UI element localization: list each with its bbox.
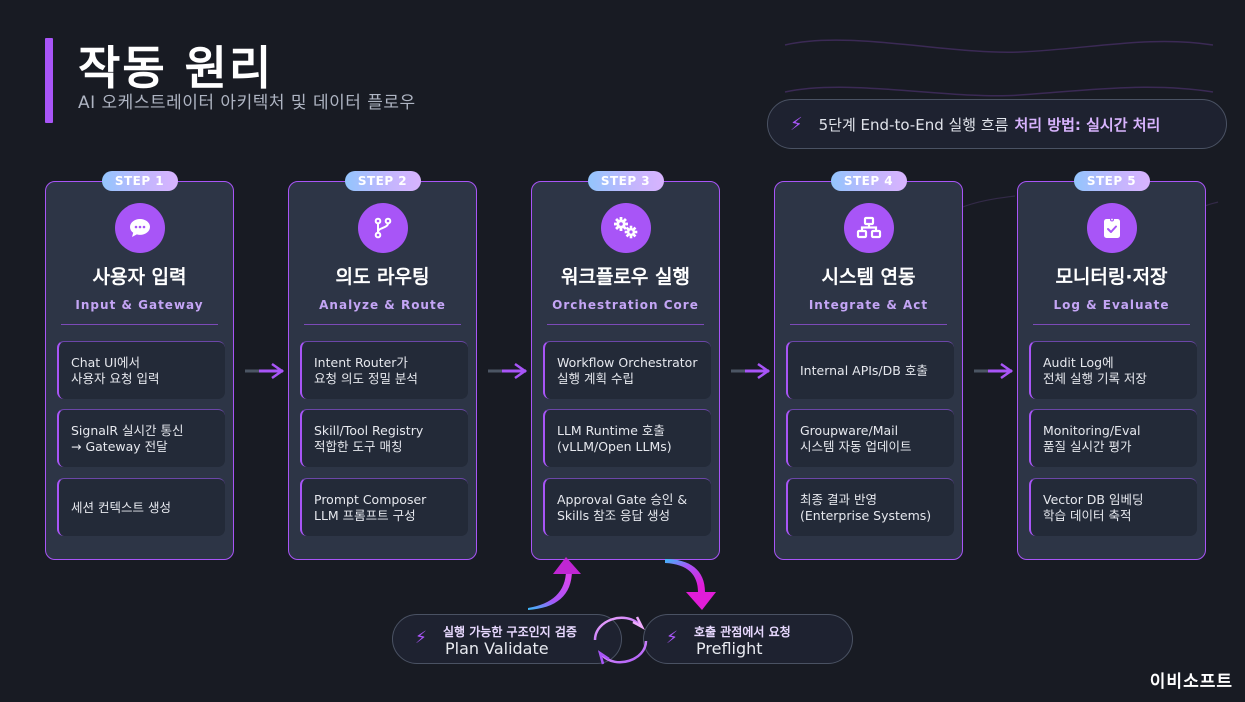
chat-bubble-icon <box>114 203 165 253</box>
arrow-up-icon <box>528 557 581 610</box>
step-subtitle: Input & Gateway <box>75 298 204 312</box>
title-accent-bar <box>45 38 53 123</box>
step-item: Prompt Composer LLM 프롬프트 구성 <box>300 478 468 536</box>
step-item: Audit Log에 전체 실행 기록 저장 <box>1029 341 1197 399</box>
lightning-icon: ⚡ <box>415 628 427 648</box>
step-subtitle: Orchestration Core <box>552 298 699 312</box>
arrow-right-icon <box>245 362 285 380</box>
preflight-pill: ⚡ 호출 관점에서 요청 Preflight <box>643 614 853 664</box>
step-item: LLM Runtime 호출 (vLLM/Open LLMs) <box>543 409 711 467</box>
divider <box>547 324 704 325</box>
step-title: 사용자 입력 <box>92 266 187 288</box>
step-card-1: STEP 1 사용자 입력 Input & Gateway Chat UI에서 … <box>45 171 234 560</box>
divider <box>61 324 218 325</box>
step-item: SignalR 실시간 통신 → Gateway 전달 <box>57 409 225 467</box>
git-branch-icon <box>357 203 408 253</box>
preflight-label: Preflight <box>696 639 763 658</box>
step-subtitle: Log & Evaluate <box>1053 298 1170 312</box>
step-item: Groupware/Mail 시스템 자동 업데이트 <box>786 409 954 467</box>
arrow-down-icon <box>665 559 716 610</box>
page-subtitle: AI 오케스트레이터 아키텍처 및 데이터 플로우 <box>78 93 416 113</box>
clipboard-check-icon <box>1086 203 1137 253</box>
step-item: 최종 결과 반영 (Enterprise Systems) <box>786 478 954 536</box>
plan-validate-caption: 실행 가능한 구조인지 검증 <box>443 625 577 639</box>
flow-summary-text: 5단계 End-to-End 실행 흐름 <box>818 115 1009 134</box>
lightning-icon: ⚡ <box>790 113 803 135</box>
divider <box>790 324 947 325</box>
step-title: 시스템 연동 <box>821 266 916 288</box>
step-item: Intent Router가 요청 의도 정밀 분석 <box>300 341 468 399</box>
step-title: 모니터링·저장 <box>1055 266 1168 288</box>
arrow-right-icon <box>731 362 771 380</box>
step-item: Approval Gate 승인 & Skills 참조 응답 생성 <box>543 478 711 536</box>
brand-logo: 이비소프트 <box>1149 672 1233 692</box>
step-title: 워크플로우 실행 <box>561 266 690 288</box>
divider <box>1033 324 1190 325</box>
step-badge: STEP 4 <box>830 171 907 191</box>
step-card-2: STEP 2 의도 라우팅 Analyze & Route Intent Rou… <box>288 171 477 560</box>
divider <box>304 324 461 325</box>
page-title: 작동 원리 <box>78 41 274 95</box>
gears-icon <box>600 203 651 253</box>
step-badge: STEP 1 <box>101 171 178 191</box>
lightning-icon: ⚡ <box>666 628 678 648</box>
step-badge: STEP 3 <box>587 171 664 191</box>
arrow-right-icon <box>488 362 528 380</box>
step-item: Chat UI에서 사용자 요청 입력 <box>57 341 225 399</box>
step-item: Internal APIs/DB 호출 <box>786 341 954 399</box>
step-item: Monitoring/Eval 품질 실시간 평가 <box>1029 409 1197 467</box>
arrow-right-icon <box>974 362 1014 380</box>
network-icon <box>843 203 894 253</box>
step-card-4: STEP 4 시스템 연동 Integrate & Act Internal A… <box>774 171 963 560</box>
flow-summary-accent: 처리 방법: 실시간 처리 <box>1014 115 1161 134</box>
step-title: 의도 라우팅 <box>335 266 430 288</box>
step-badge: STEP 2 <box>344 171 421 191</box>
step-subtitle: Integrate & Act <box>808 298 929 312</box>
plan-validate-pill: ⚡ 실행 가능한 구조인지 검증 Plan Validate <box>392 614 622 664</box>
step-card-5: STEP 5 모니터링·저장 Log & Evaluate Audit Log에… <box>1017 171 1206 560</box>
step-card-3: STEP 3 워크플로우 실행 Orchestration Core Workf… <box>531 171 720 560</box>
step-item: Skill/Tool Registry 적합한 도구 매칭 <box>300 409 468 467</box>
plan-validate-label: Plan Validate <box>445 639 549 658</box>
flow-summary-pill: ⚡ 5단계 End-to-End 실행 흐름 처리 방법: 실시간 처리 <box>767 99 1227 149</box>
step-subtitle: Analyze & Route <box>319 298 446 312</box>
step-item: Workflow Orchestrator 실행 계획 수립 <box>543 341 711 399</box>
step-item: 세션 컨텍스트 생성 <box>57 478 225 536</box>
step-item: Vector DB 임베딩 학습 데이터 축적 <box>1029 478 1197 536</box>
step-badge: STEP 5 <box>1073 171 1150 191</box>
preflight-caption: 호출 관점에서 요청 <box>694 625 791 639</box>
